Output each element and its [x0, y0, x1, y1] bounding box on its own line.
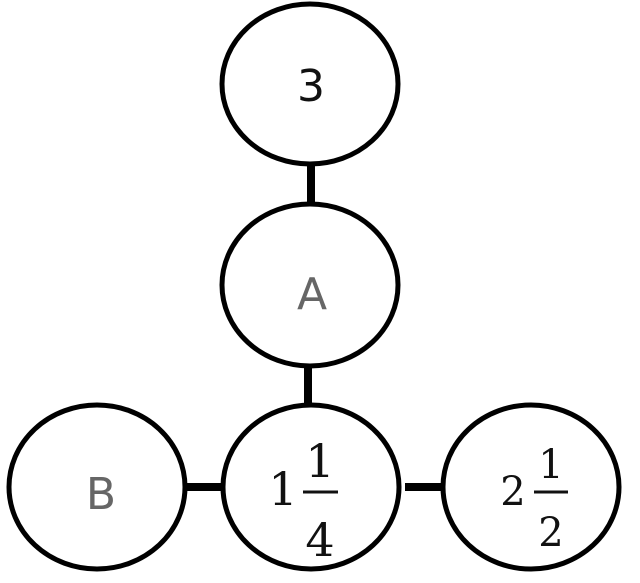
node-right-numerator: 1 [538, 442, 563, 488]
node-middle: A [219, 201, 401, 369]
node-right-denominator: 2 [538, 510, 563, 556]
node-middle-label: A [297, 269, 327, 320]
node-left: B [6, 402, 188, 572]
node-center-denominator: 4 [305, 513, 334, 567]
node-center-numerator: 1 [305, 434, 334, 488]
node-top: 3 [219, 1, 401, 167]
node-center: 1 1 4 [220, 402, 402, 572]
node-right-whole: 2 [500, 469, 525, 515]
node-center-whole: 1 [268, 462, 297, 516]
node-right: 2 1 2 [440, 402, 622, 572]
node-left-label: B [86, 469, 116, 520]
node-top-label: 3 [297, 61, 325, 112]
